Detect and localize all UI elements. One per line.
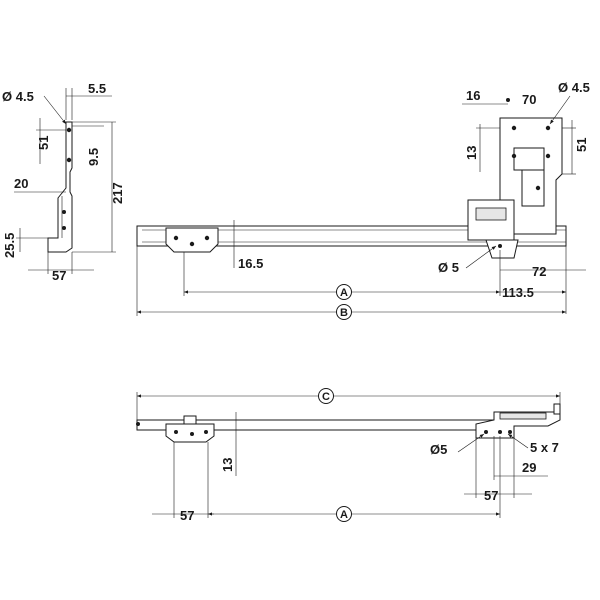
side-offset-top-label: 5.5 [88,81,106,96]
side-base-width-label: 57 [52,268,66,283]
top-front-hole-1 [173,235,179,241]
top-dim-B-circle [336,304,352,320]
front-left-hole-1 [174,430,178,434]
top-center-mark [506,98,510,102]
top-dim-B-label: B [340,307,348,319]
side-offset-mid-label: 9.5 [86,148,101,166]
side-lower-height-label: 25.5 [2,233,17,258]
side-view: Ø 4.5 5.5 51 9.5 217 20 25.5 57 [2,81,125,283]
front-left-hole-2 [190,432,194,436]
top-rear-hole-3 [511,153,517,159]
top-hole-diameter-label: Ø 4.5 [558,80,590,95]
top-hole-5-leader [465,245,497,269]
front-offset-29-label: 29 [522,460,536,475]
side-hole-low [62,210,66,214]
side-hole-mid [66,157,72,163]
side-hole-low2 [62,226,66,230]
side-bracket-outline [47,121,73,253]
front-left-tab [183,415,197,425]
front-width-57-right-label: 57 [484,488,498,503]
top-rear-hole-4 [545,153,551,159]
front-dim-A-circle [336,506,352,522]
top-offset-113-label: 113.5 [502,285,534,300]
top-view: 16 70 Ø 4.5 13 51 16.5 Ø 5 72 A 113 [136,80,590,320]
front-left-bracket [165,423,215,443]
top-rear-hole-2 [545,125,551,131]
top-height-13-label: 13 [464,146,479,160]
top-rail-offset-label: 16.5 [238,256,263,271]
top-rear-catch-inner [475,207,507,221]
top-hole-leader [549,95,571,125]
top-rear-slide [521,169,545,207]
front-rear-slide [499,412,547,420]
top-front-bracket [165,227,219,253]
top-rear-hole-1 [511,125,517,131]
top-left-offset-label: 16 [466,88,480,103]
front-hole-5-leader [457,433,485,453]
side-hole-leader [43,95,67,125]
side-height-upper-label: 51 [36,136,51,150]
front-rear-hole-1 [484,430,488,434]
front-rear-hole-2 [498,430,502,434]
front-rear-hole-3 [508,430,512,434]
top-bracket-width-label: 70 [522,92,536,107]
top-hole-5-label: Ø 5 [438,260,459,275]
front-hole-5-label: Ø5 [430,442,447,457]
front-left-hole-3 [204,430,208,434]
top-offset-72-label: 72 [532,264,546,279]
front-dim-A-label: A [340,509,348,521]
front-rear-stop [553,403,561,415]
top-dim-A-circle [336,284,352,300]
side-hole-diameter-label: Ø 4.5 [2,89,34,104]
front-view: C Ø5 5 x 7 13 29 57 57 A [136,388,561,523]
front-slot-label: 5 x 7 [530,440,559,455]
front-dim-C-label: C [322,391,330,403]
top-front-hole-3 [204,235,210,241]
top-rear-lug [485,239,519,259]
front-rail-end [136,422,140,426]
side-bracket-depth-label: 20 [14,176,28,191]
front-width-57-left-label: 57 [180,508,194,523]
side-hole-top [66,127,72,133]
top-front-hole-2 [189,241,195,247]
front-height-13-label: 13 [220,458,235,472]
top-rear-hole-6 [498,244,502,248]
side-total-height-label: 217 [110,182,125,204]
top-rear-block [513,147,545,171]
front-dim-C-circle [318,388,334,404]
front-slot-leader [507,433,529,449]
top-rear-hole-5 [535,185,541,191]
top-height-51-label: 51 [574,138,589,152]
top-dim-A-label: A [340,287,348,299]
